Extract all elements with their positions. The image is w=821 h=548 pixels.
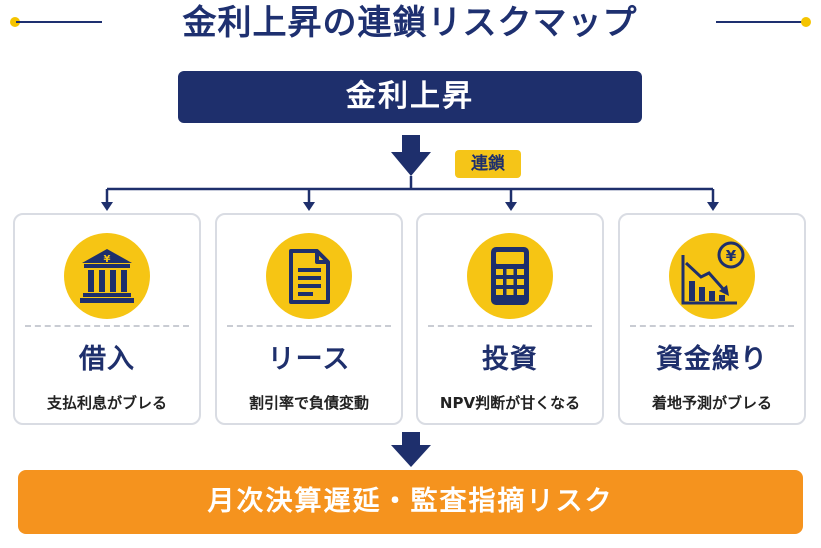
card-borrowing: ¥ 借入 支払利息がブレる (13, 213, 201, 425)
branch-arrowheads (101, 202, 719, 211)
arrow-down-top (391, 135, 431, 176)
card-title: 資金繰り (656, 344, 768, 375)
chain-badge: 連鎖 (455, 150, 521, 178)
falling-chart-yen-icon: ¥ (669, 233, 755, 319)
title-dot-left (10, 17, 20, 27)
card-title: リース (267, 344, 351, 375)
card-desc: 支払利息がブレる (46, 394, 167, 412)
card-divider (630, 325, 794, 327)
card-title: 借入 (79, 344, 135, 375)
risk-outcome-box: 月次決算遅延・監査指摘リスク (18, 470, 803, 534)
card-divider (428, 325, 592, 327)
calculator-icon (467, 233, 553, 319)
card-desc: 割引率で負債変動 (248, 394, 369, 412)
title-bar: 金利上昇の連鎖リスクマップ (0, 0, 821, 50)
arrow-down-bottom (391, 432, 431, 467)
card-cashflow: ¥ 資金繰り 着地予測がブレる (618, 213, 806, 425)
card-investment: 投資 NPV判断が甘くなる (416, 213, 604, 425)
document-icon (266, 233, 352, 319)
svg-text:¥: ¥ (104, 254, 111, 265)
card-desc: NPV判断が甘くなる (439, 394, 581, 412)
card-title: 投資 (482, 344, 538, 375)
title-dot-right (801, 17, 811, 27)
branch-lines (105, 176, 715, 204)
card-desc: 着地予測がブレる (651, 394, 772, 412)
title-line-left (16, 21, 102, 23)
card-divider (25, 325, 189, 327)
bank-yen-icon: ¥ (64, 233, 150, 319)
card-lease: リース 割引率で負債変動 (215, 213, 403, 425)
rate-hike-box: 金利上昇 (178, 71, 642, 123)
card-divider (227, 325, 391, 327)
title-line-right (716, 21, 808, 23)
svg-text:¥: ¥ (726, 247, 737, 265)
diagram-title: 金利上昇の連鎖リスクマップ (182, 3, 638, 43)
